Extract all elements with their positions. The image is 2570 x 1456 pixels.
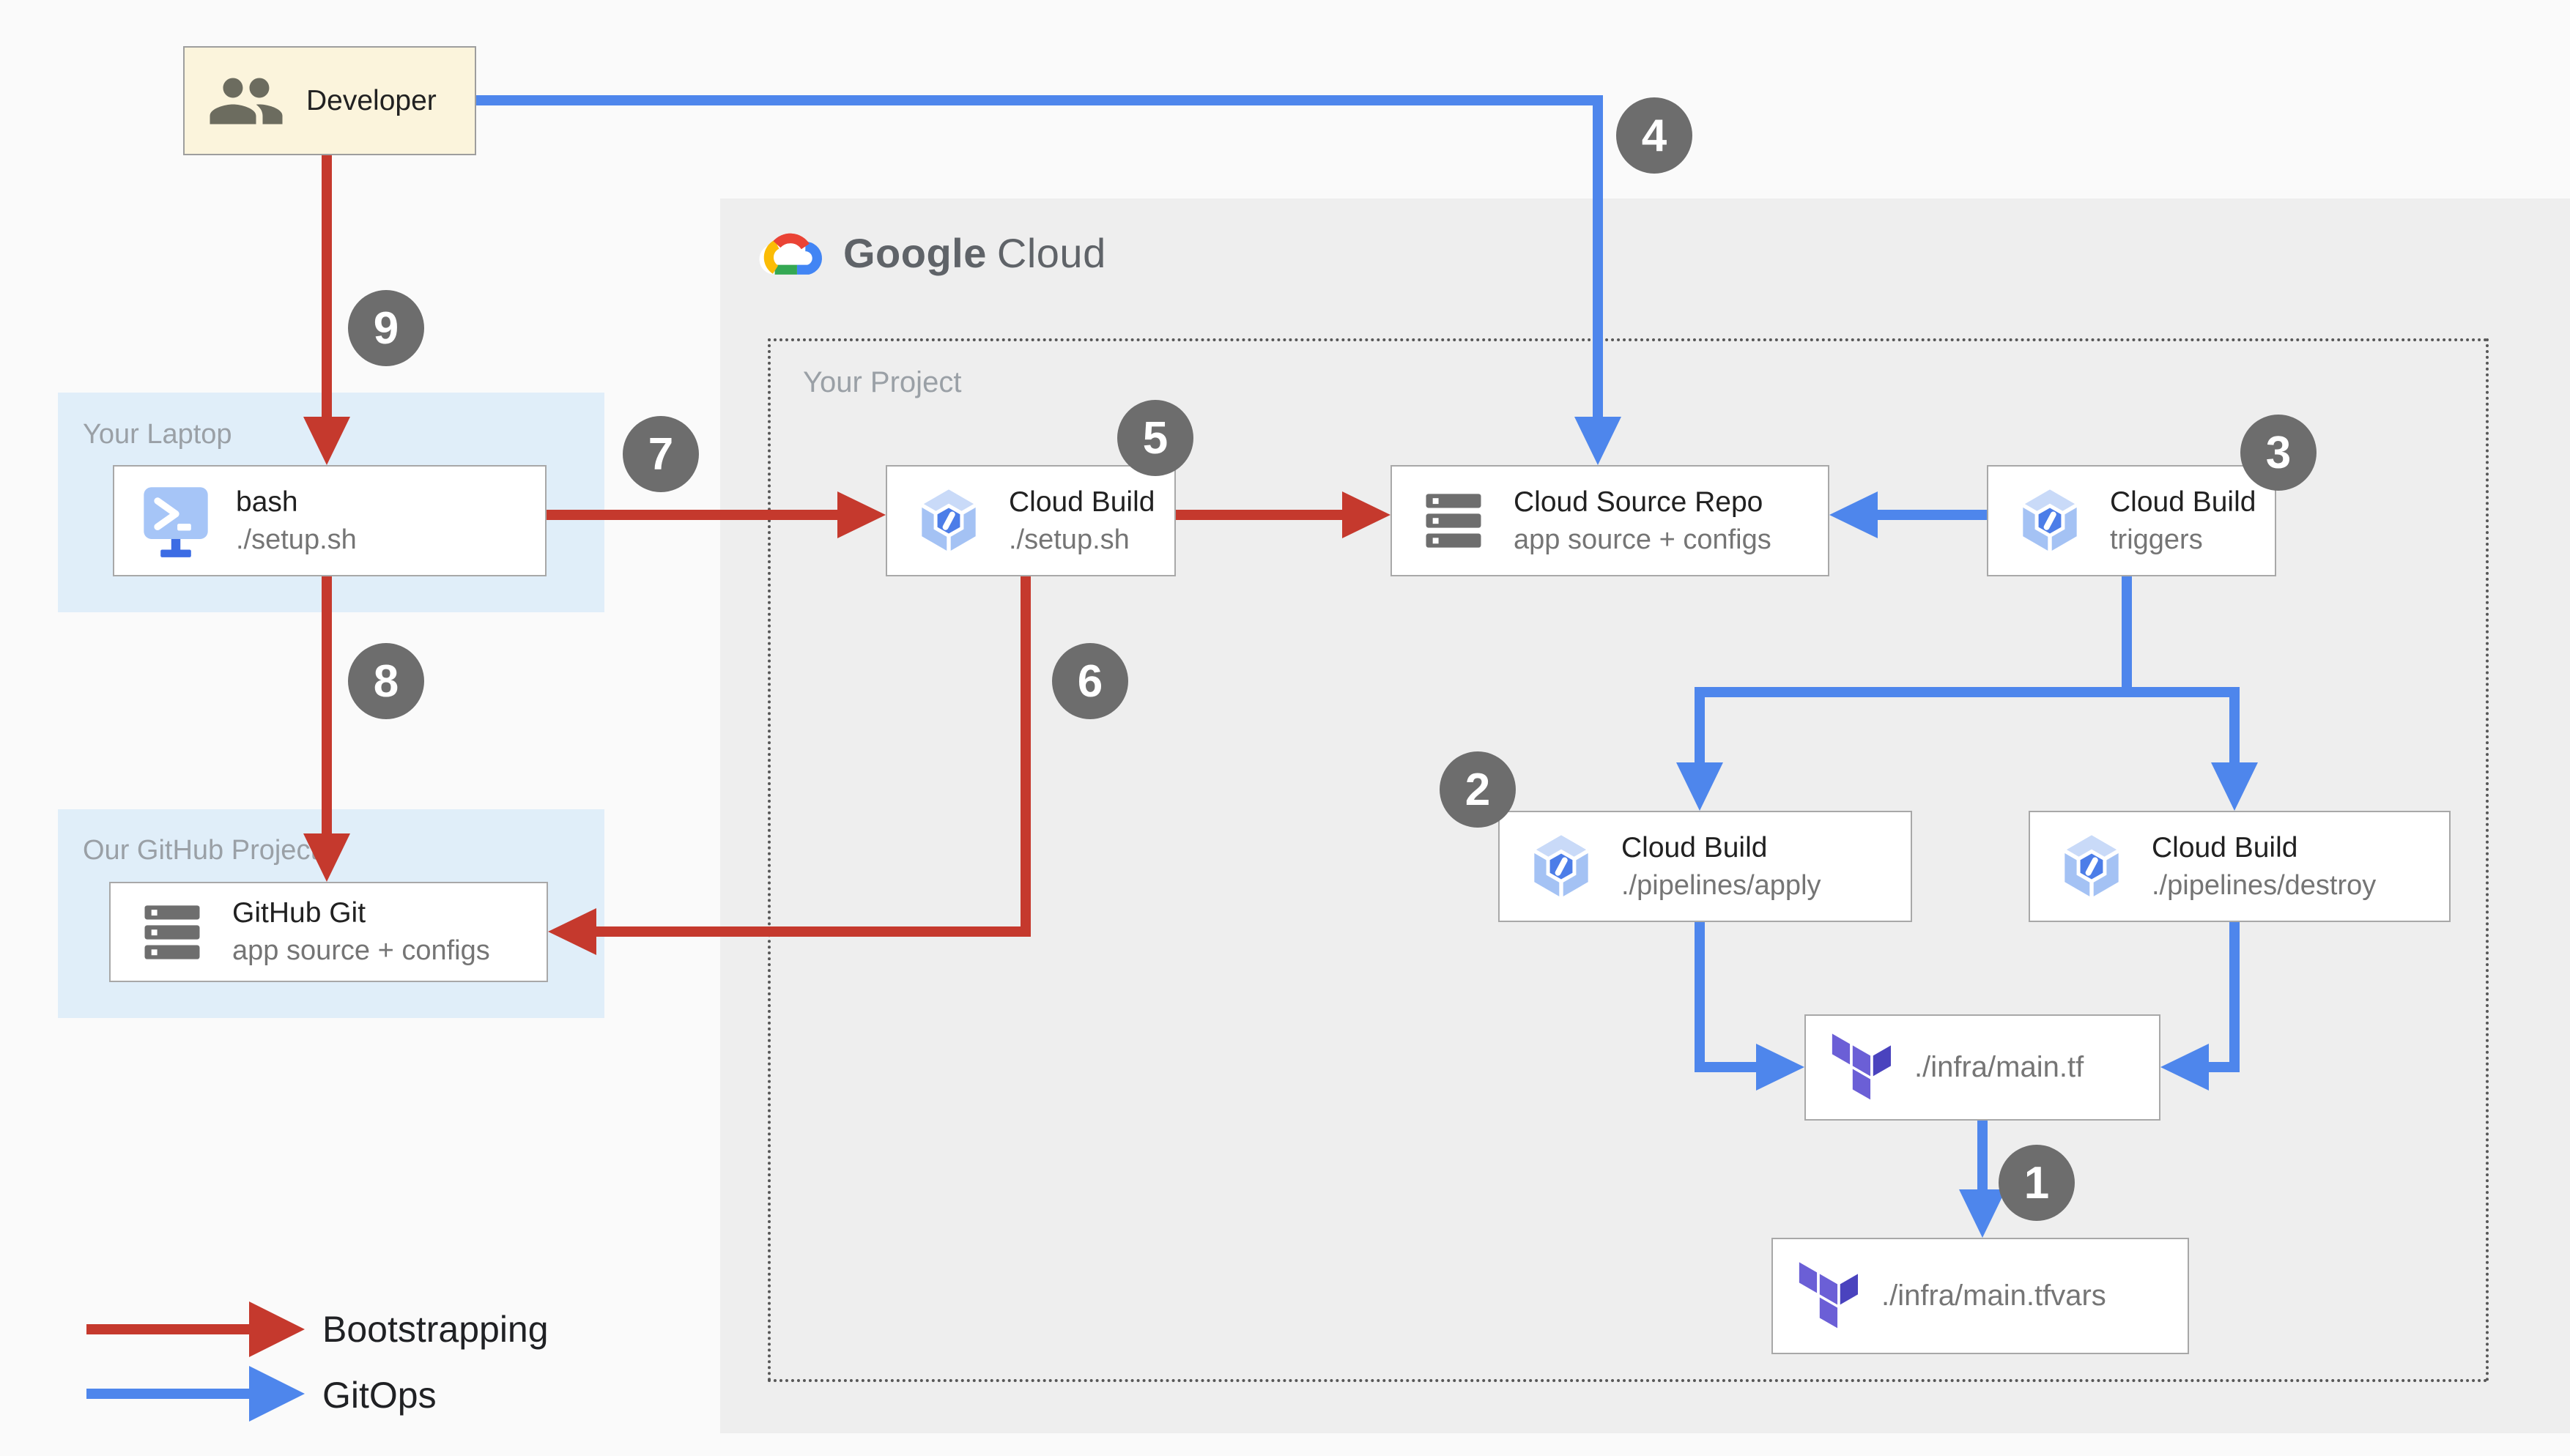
arrowhead-triggers-to-repo xyxy=(1829,491,1878,538)
terminal-icon xyxy=(139,483,212,559)
node-cloud-build-triggers: Cloud Build triggers xyxy=(1987,465,2276,576)
arrow-maintf-to-tfvars xyxy=(1977,1121,1988,1189)
legend-gitops-label: GitOps xyxy=(322,1375,437,1416)
node-cloud-build-setup: Cloud Build ./setup.sh xyxy=(886,465,1176,576)
arrow-apply-to-maintf xyxy=(1695,1062,1756,1072)
brand-google: Google xyxy=(843,229,987,276)
node-cloud-build-apply: Cloud Build ./pipelines/apply xyxy=(1498,811,1912,922)
arrow-split-bar xyxy=(1695,687,2240,697)
arrowhead-split-to-apply xyxy=(1676,762,1723,811)
arrowhead-split-to-destroy xyxy=(2211,762,2258,811)
node-title: Cloud Build xyxy=(2152,831,2298,863)
node-infra-main-tf: ./infra/main.tf xyxy=(1804,1014,2160,1121)
legend-gitops-arrow xyxy=(86,1389,249,1399)
arrow-developer-to-repo-vertical xyxy=(1593,95,1603,417)
arrowhead-apply-to-maintf xyxy=(1756,1044,1804,1091)
node-title: Developer xyxy=(306,84,437,116)
arrow-triggers-down xyxy=(2122,576,2132,697)
arrowhead-developer-to-repo xyxy=(1574,417,1621,465)
cloud-build-icon xyxy=(2055,830,2128,903)
arrowhead-destroy-to-maintf xyxy=(2160,1044,2209,1091)
arrowhead-cloudbuild-to-github xyxy=(548,908,596,955)
node-subtitle: app source + configs xyxy=(1514,524,1771,555)
step-badge-9: 9 xyxy=(348,290,424,366)
arrow-split-to-destroy xyxy=(2229,687,2240,762)
node-subtitle: triggers xyxy=(2110,524,2203,555)
node-title: Cloud Build xyxy=(1009,486,1155,518)
arrow-cloudbuild-to-repo xyxy=(1176,510,1342,520)
arrow-cloudbuild-to-github-horizontal xyxy=(596,926,1031,937)
step-badge-4: 4 xyxy=(1616,97,1692,174)
node-infra-main-tfvars: ./infra/main.tfvars xyxy=(1771,1238,2189,1354)
node-cloud-source-repo: Cloud Source Repo app source + configs xyxy=(1390,465,1829,576)
legend-bootstrapping-label: Bootstrapping xyxy=(322,1309,549,1350)
terraform-icon xyxy=(1798,1261,1858,1331)
node-title: Cloud Build xyxy=(1621,831,1768,863)
your-project-label: Your Project xyxy=(803,366,962,398)
arrowhead-developer-to-bash xyxy=(303,417,350,465)
step-badge-6: 6 xyxy=(1052,643,1128,719)
step-badge-1: 1 xyxy=(1999,1145,2075,1221)
arrow-destroy-to-maintf xyxy=(2209,1062,2240,1072)
arrow-bash-to-github xyxy=(322,576,332,833)
cloud-build-icon xyxy=(1525,830,1598,903)
arrowhead-maintf-to-tfvars xyxy=(1959,1189,2006,1238)
step-badge-8: 8 xyxy=(348,643,424,719)
brand-cloud: Cloud xyxy=(996,229,1106,276)
node-bash: bash ./setup.sh xyxy=(113,465,547,576)
node-title: GitHub Git xyxy=(232,897,366,929)
node-title: ./infra/main.tf xyxy=(1914,1051,2084,1083)
legend-bootstrapping-arrow xyxy=(86,1324,249,1334)
cloud-build-icon xyxy=(2013,484,2086,557)
node-title: ./infra/main.tfvars xyxy=(1881,1279,2106,1312)
node-title: bash xyxy=(236,486,298,518)
node-subtitle: ./pipelines/destroy xyxy=(2152,869,2377,901)
node-cloud-build-destroy: Cloud Build ./pipelines/destroy xyxy=(2029,811,2451,922)
legend-gitops-arrowhead xyxy=(249,1366,305,1422)
node-subtitle: ./setup.sh xyxy=(1009,524,1130,555)
people-icon xyxy=(210,75,283,127)
step-badge-2: 2 xyxy=(1440,751,1516,828)
node-title: Cloud Build xyxy=(2110,486,2256,518)
step-badge-5: 5 xyxy=(1117,400,1193,476)
step-badge-3: 3 xyxy=(2240,415,2317,491)
your-project-boundary xyxy=(768,338,2489,1382)
node-subtitle: ./pipelines/apply xyxy=(1621,869,1821,901)
arrow-split-to-apply xyxy=(1695,687,1705,762)
node-subtitle: app source + configs xyxy=(232,935,490,966)
git-repo-icon xyxy=(136,896,209,969)
step-badge-7: 7 xyxy=(623,416,699,492)
source-repo-icon xyxy=(1417,484,1490,557)
arrowhead-cloudbuild-to-repo xyxy=(1342,491,1390,538)
arrow-cloudbuild-to-github-vertical xyxy=(1021,576,1031,937)
google-cloud-icon xyxy=(755,226,824,280)
legend-bootstrapping-arrowhead xyxy=(249,1301,305,1357)
your-laptop-label: Your Laptop xyxy=(83,419,232,450)
cloud-build-icon xyxy=(912,484,985,557)
arrowhead-bash-to-cloudbuild xyxy=(837,491,886,538)
node-developer: Developer xyxy=(183,46,476,155)
arrow-developer-to-bash xyxy=(322,155,332,421)
terraform-icon xyxy=(1831,1033,1891,1102)
node-subtitle: ./setup.sh xyxy=(236,524,357,555)
arrow-apply-down xyxy=(1695,922,1705,1072)
node-title: Cloud Source Repo xyxy=(1514,486,1763,518)
arrow-destroy-down xyxy=(2229,922,2240,1072)
arrow-bash-to-cloudbuild xyxy=(547,510,837,520)
arrow-developer-to-repo-horizontal xyxy=(476,95,1603,105)
node-github-git: GitHub Git app source + configs xyxy=(109,882,548,982)
arrowhead-bash-to-github xyxy=(303,833,350,882)
arrow-triggers-to-repo xyxy=(1878,510,1987,520)
github-project-label: Our GitHub Project xyxy=(83,835,318,866)
